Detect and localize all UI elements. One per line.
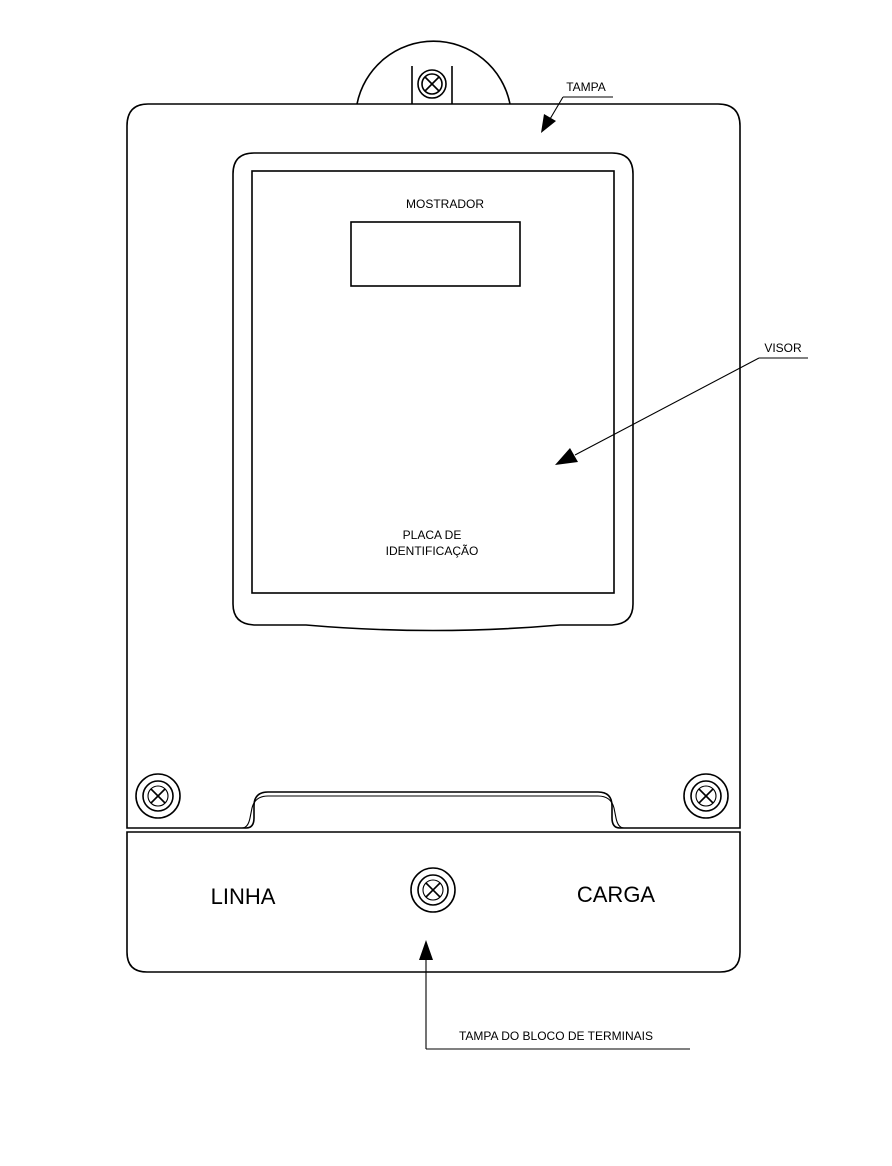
nameplate-frame: [251, 170, 615, 594]
visor-label: VISOR: [764, 341, 802, 355]
tampa-bloco-label: TAMPA DO BLOCO DE TERMINAIS: [459, 1029, 653, 1043]
visor-window: [232, 152, 634, 632]
placa-label-line1: PLACA DE: [403, 528, 462, 542]
terminal-block-callout: TAMPA DO BLOCO DE TERMINAIS: [419, 940, 690, 1050]
terminal-block-cover: LINHA CARGA: [126, 831, 741, 973]
top-screw-icon: [417, 69, 447, 99]
display-window: [350, 221, 521, 287]
display: MOSTRADOR: [350, 197, 521, 287]
terminal-screw-icon: [410, 867, 456, 913]
left-screw-icon: [135, 773, 181, 819]
carga-label: CARGA: [577, 882, 656, 907]
tampa-callout: TAMPA: [541, 80, 613, 133]
visor-callout: VISOR: [555, 341, 808, 465]
top-seal: [356, 40, 511, 105]
tampa-label: TAMPA: [566, 80, 606, 94]
mostrador-label: MOSTRADOR: [406, 197, 484, 211]
meter-cover: [126, 103, 741, 829]
linha-label: LINHA: [211, 884, 276, 909]
right-screw-icon: [683, 773, 729, 819]
placa-label-line2: IDENTIFICAÇÃO: [386, 544, 479, 558]
